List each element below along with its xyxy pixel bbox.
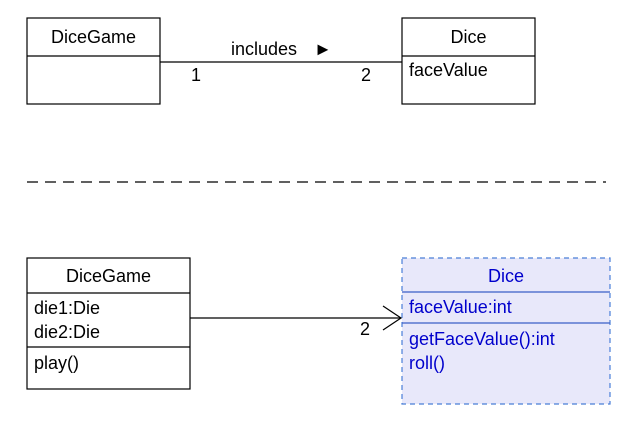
top-dice-class[interactable]: Dice faceValue [401,17,536,105]
bottom-dice-attribute: faceValue:int [409,297,512,317]
bottom-dicegame-attribute-2: die2:Die [34,322,100,342]
top-dicegame-box [26,17,161,105]
association-label: includes [231,39,297,59]
left-multiplicity: 1 [191,65,201,85]
top-dice-box [401,17,536,105]
right-multiplicity: 2 [361,65,371,85]
bottom-dice-class[interactable]: Dice faceValue:int getFaceValue():int ro… [401,257,611,405]
top-dice-name: Dice [450,27,486,47]
bottom-dicegame-attribute-1: die1:Die [34,298,100,318]
bottom-dicegame-box [26,257,191,390]
top-dicegame-class[interactable]: DiceGame [26,17,161,105]
bottom-dicegame-operation: play() [34,353,79,373]
top-diagram: DiceGame Dice faceValue includes ► 1 2 [26,17,536,105]
bottom-dicegame-name: DiceGame [66,266,151,286]
top-dice-attribute: faceValue [409,60,488,80]
bottom-right-multiplicity: 2 [360,319,370,339]
open-arrowhead-icon [382,305,403,331]
bottom-dicegame-class[interactable]: DiceGame die1:Die die2:Die play() [26,257,191,390]
direction-arrow-icon: ► [314,39,332,59]
bottom-diagram: DiceGame die1:Die die2:Die play() Dice f… [26,257,611,405]
bottom-dice-operation-1: getFaceValue():int [409,329,555,349]
bottom-dice-name: Dice [488,266,524,286]
top-dicegame-name: DiceGame [51,27,136,47]
bottom-dice-box [401,257,611,405]
bottom-dice-operation-2: roll() [409,353,445,373]
